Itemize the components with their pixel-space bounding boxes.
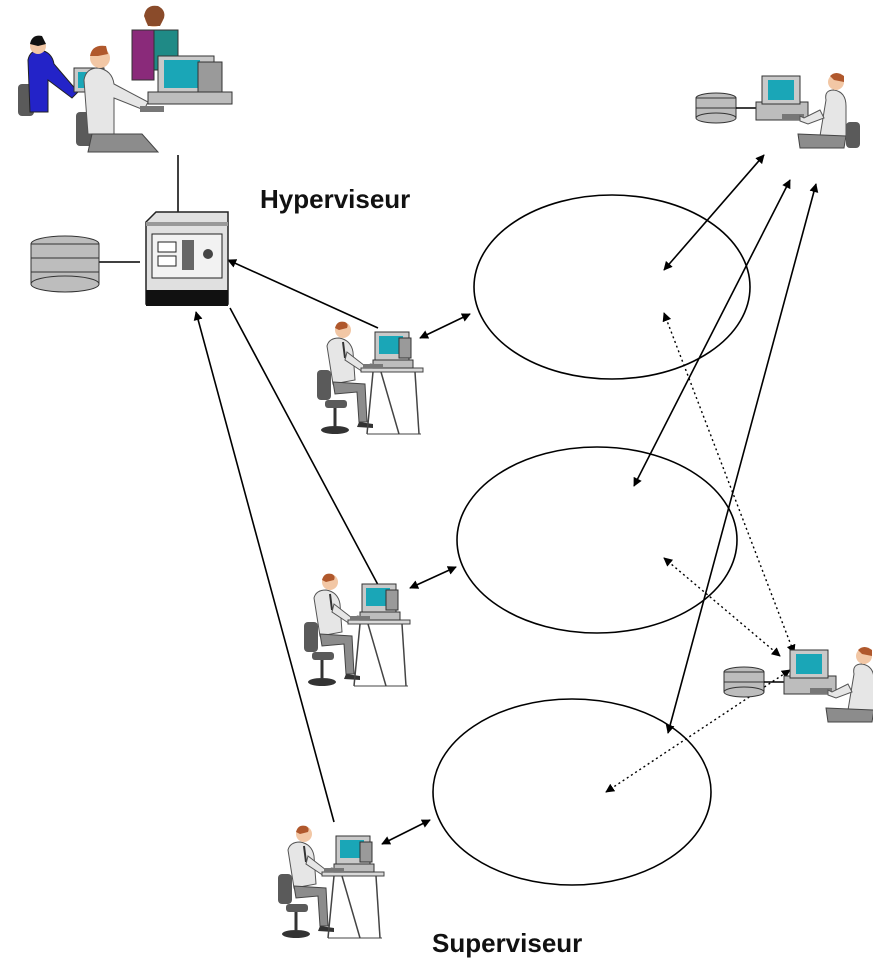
hypervisor-label: Hyperviseur [260, 184, 411, 214]
link-remote2-zone2 [663, 557, 781, 657]
network-zone-1 [473, 194, 751, 380]
link-server-op1 [227, 259, 379, 329]
link-remote1-zone1 [663, 154, 765, 271]
link-server-op2 [229, 307, 385, 597]
supervisor-workstation-icon [276, 824, 386, 940]
link-remote2-zone3 [605, 669, 791, 793]
hypervisor-operators-icon [18, 5, 233, 153]
remote-workstation-icon [723, 646, 873, 723]
database-icon [30, 235, 100, 293]
link-op1-zone1 [419, 313, 471, 339]
link-op2-zone2 [409, 566, 457, 589]
operator-workstation-icon [302, 572, 412, 688]
network-zone-2 [456, 446, 738, 634]
operator-workstation-icon [315, 320, 425, 436]
link-server-supervisor [193, 311, 335, 823]
link-remote2-zone1 [662, 312, 796, 654]
hypervisor-server-icon [145, 211, 229, 306]
link-supervisor-zone3 [381, 819, 431, 845]
supervisor-label: Superviseur [432, 928, 583, 958]
remote-workstation-icon [695, 72, 861, 149]
